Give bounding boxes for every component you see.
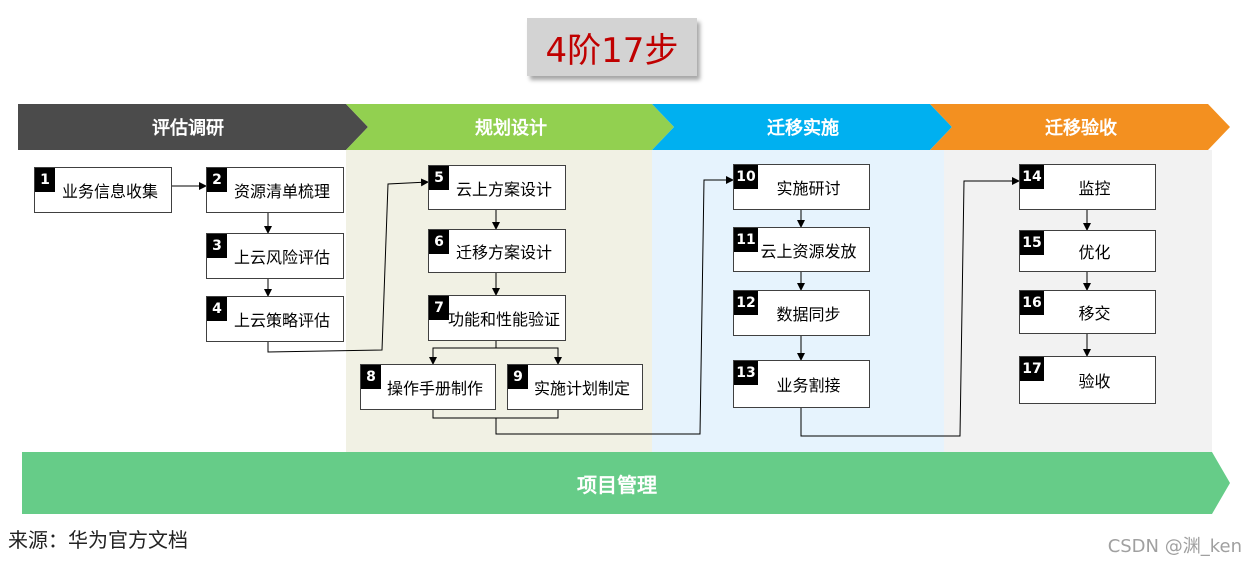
arrow-9-10 bbox=[495, 176, 734, 435]
arrow-13-14 bbox=[800, 177, 1020, 437]
step-label: 监控 bbox=[1078, 179, 1111, 198]
step-label: 云上资源发放 bbox=[760, 241, 857, 261]
step-box: 13 业务割接 bbox=[733, 360, 870, 408]
step-box: 14 监控 bbox=[1019, 164, 1156, 210]
step-number: 5 bbox=[429, 166, 449, 190]
step-box: 3 上云风险评估 bbox=[206, 233, 344, 279]
step-label: 操作手册制作 bbox=[386, 379, 483, 398]
phase-label-implementation: 迁移实施 bbox=[767, 118, 839, 139]
step-number: 1 bbox=[35, 168, 55, 192]
arrow-4-5 bbox=[267, 178, 429, 353]
merge-8-9 bbox=[432, 410, 559, 419]
step-label: 优化 bbox=[1078, 243, 1111, 262]
step-box: 4 上云策略评估 bbox=[206, 296, 344, 342]
phase-chevron-planning bbox=[346, 104, 674, 150]
step-box: 9 实施计划制定 bbox=[507, 364, 643, 410]
step-box: 2 资源清单梳理 bbox=[206, 167, 344, 213]
step-box: 6 迁移方案设计 bbox=[428, 229, 566, 273]
phase-chevron-implementation bbox=[652, 104, 952, 150]
step-number: 6 bbox=[429, 230, 449, 254]
step-label: 数据同步 bbox=[776, 305, 841, 324]
step-label: 功能和性能验证 bbox=[447, 310, 560, 329]
phase-label-planning: 规划设计 bbox=[475, 118, 547, 139]
arrow-7-8 bbox=[429, 341, 497, 365]
phase-chevron-acceptance bbox=[930, 104, 1230, 150]
phase-label-assessment: 评估调研 bbox=[152, 118, 224, 139]
step-box: 8 操作手册制作 bbox=[360, 364, 496, 410]
arrow-7-9 bbox=[496, 347, 562, 365]
step-number: 16 bbox=[1020, 291, 1044, 315]
step-label: 上云策略评估 bbox=[233, 311, 330, 330]
step-number: 2 bbox=[207, 168, 227, 192]
step-number: 3 bbox=[207, 234, 227, 258]
step-label: 迁移方案设计 bbox=[455, 243, 552, 262]
watermark: CSDN @渊_ken bbox=[1107, 536, 1242, 557]
step-label: 资源清单梳理 bbox=[233, 182, 330, 201]
step-number: 10 bbox=[734, 165, 758, 189]
step-number: 8 bbox=[361, 365, 381, 389]
step-number: 12 bbox=[734, 291, 758, 315]
step-number: 15 bbox=[1020, 231, 1044, 255]
step-box: 11 云上资源发放 bbox=[733, 227, 870, 272]
step-number: 9 bbox=[508, 365, 528, 389]
step-box: 7 功能和性能验证 bbox=[428, 295, 566, 341]
step-box: 15 优化 bbox=[1019, 230, 1156, 272]
step-label: 实施研讨 bbox=[776, 179, 841, 198]
step-label: 业务割接 bbox=[776, 376, 841, 395]
step-number: 4 bbox=[207, 297, 227, 321]
step-number: 14 bbox=[1020, 165, 1044, 189]
step-box: 12 数据同步 bbox=[733, 290, 870, 336]
project-management-bar bbox=[22, 452, 1230, 514]
step-label: 移交 bbox=[1078, 304, 1111, 323]
step-label: 云上方案设计 bbox=[455, 179, 552, 199]
step-number: 7 bbox=[429, 296, 449, 320]
phase-chevron-assessment bbox=[18, 104, 368, 150]
step-box: 5 云上方案设计 bbox=[428, 165, 566, 210]
step-box: 16 移交 bbox=[1019, 290, 1156, 334]
step-box: 17 验收 bbox=[1019, 356, 1156, 404]
step-number: 11 bbox=[734, 228, 758, 252]
step-label: 业务信息收集 bbox=[61, 182, 158, 201]
step-box: 10 实施研讨 bbox=[733, 164, 870, 210]
diagram-title: 4阶17步 bbox=[527, 18, 697, 76]
step-label: 验收 bbox=[1078, 372, 1111, 391]
step-label: 实施计划制定 bbox=[533, 379, 630, 398]
step-number: 13 bbox=[734, 361, 758, 385]
phase-label-acceptance: 迁移验收 bbox=[1045, 118, 1117, 139]
step-label: 上云风险评估 bbox=[233, 248, 330, 267]
step-box: 1 业务信息收集 bbox=[34, 167, 172, 213]
project-management-label: 项目管理 bbox=[577, 472, 657, 497]
source-note: 来源：华为官方文档 bbox=[8, 528, 188, 552]
step-number: 17 bbox=[1020, 357, 1044, 381]
